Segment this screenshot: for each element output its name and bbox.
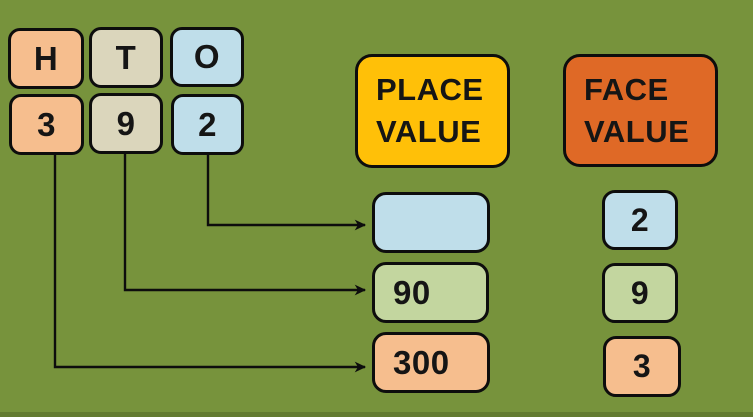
digit-tens-label: 9 — [116, 104, 136, 142]
digit-hundreds: 3 — [9, 94, 84, 155]
column-header-hundreds-label: H — [33, 39, 59, 77]
face-value-header: FACE VALUE — [563, 54, 718, 167]
place-value-ones-box — [372, 192, 490, 253]
place-value-tens-label: 90 — [393, 273, 431, 311]
column-header-ones: O — [170, 27, 244, 87]
arrow-hundreds — [53, 150, 367, 373]
face-value-hundreds-box: 3 — [603, 336, 681, 397]
digit-tens: 9 — [89, 93, 163, 154]
place-value-hundreds-label: 300 — [393, 343, 450, 381]
face-value-header-label: FACE VALUE — [584, 71, 690, 149]
column-header-tens: T — [89, 27, 163, 88]
column-header-hundreds: H — [8, 28, 84, 89]
place-value-header: PLACE VALUE — [355, 54, 510, 168]
face-value-hundreds-label: 3 — [632, 348, 652, 384]
face-value-tens-box: 9 — [602, 263, 678, 323]
digit-hundreds-label: 3 — [37, 105, 56, 143]
place-value-tens-box: 90 — [372, 262, 489, 323]
place-value-header-label: PLACE VALUE — [376, 72, 484, 149]
arrow-tens — [123, 150, 367, 296]
digit-ones-label: 2 — [198, 105, 217, 143]
bottom-edge-strip — [0, 412, 753, 417]
face-value-tens-label: 9 — [630, 274, 650, 311]
face-value-ones-box: 2 — [602, 190, 678, 250]
face-value-ones-label: 2 — [630, 201, 650, 238]
column-header-tens-label: T — [115, 38, 137, 76]
digit-ones: 2 — [171, 94, 244, 155]
arrow-ones — [206, 150, 367, 231]
place-value-hundreds-box: 300 — [372, 332, 490, 393]
column-header-ones-label: O — [193, 38, 221, 75]
